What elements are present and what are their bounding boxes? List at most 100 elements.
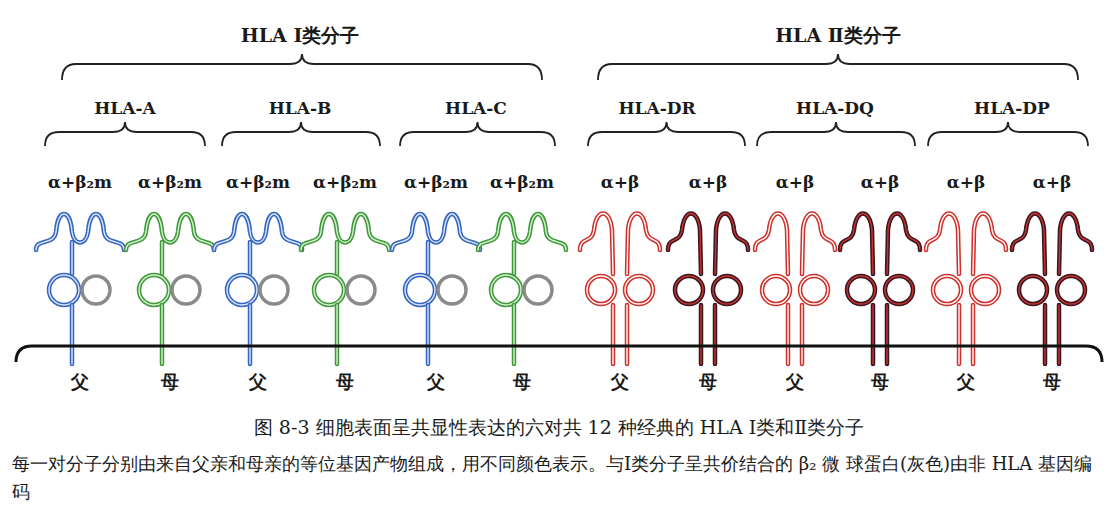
- chain-outline: [802, 214, 835, 275]
- chain-core: [336, 242, 337, 274]
- chain-outline: [713, 276, 741, 304]
- parent-origin: 父: [786, 371, 804, 393]
- chain-outline: [49, 275, 79, 305]
- beta2-microglobulin: [260, 276, 288, 304]
- chain-outline: [887, 214, 920, 275]
- chain-core: [800, 276, 828, 304]
- chain-composition: α+β₂m: [404, 172, 468, 192]
- chain-outline: [248, 305, 253, 364]
- chain-outline: [885, 276, 913, 304]
- chain-outline: [840, 214, 873, 275]
- chain-outline: [314, 275, 344, 305]
- chain-core: [1012, 214, 1045, 275]
- chain-core: [713, 276, 741, 304]
- chain-outline: [885, 305, 890, 364]
- chain-composition: α+β: [947, 172, 986, 192]
- chain-outline: [405, 275, 435, 305]
- chain-core: [926, 214, 959, 275]
- chain-core: [840, 214, 873, 275]
- chain-outline: [625, 276, 653, 304]
- chain-core: [801, 305, 802, 364]
- hla-class-ii-molecule: [926, 214, 1006, 365]
- chain-outline: [227, 275, 257, 305]
- chain-core: [587, 276, 615, 304]
- chain-outline: [627, 214, 660, 275]
- chain-outline: [1057, 276, 1085, 304]
- chain-outline: [611, 305, 616, 364]
- chain-outline: [587, 276, 615, 304]
- figure-note: 每一对分子分别由来自父亲和母亲的等位基因产物组成，用不同颜色表示。与Ⅰ类分子呈共…: [12, 450, 1106, 506]
- chain-core: [958, 305, 959, 364]
- chain-outline: [1012, 214, 1045, 275]
- chain-core: [625, 276, 653, 304]
- group-brace: [598, 54, 1078, 80]
- group-brace: [400, 122, 555, 146]
- chain-outline: [512, 305, 517, 364]
- chain-outline: [491, 275, 521, 305]
- cell-membrane: [16, 346, 1102, 362]
- locus-name: HLA-B: [269, 98, 332, 118]
- chain-outline: [139, 275, 169, 305]
- beta2-microglobulin: [524, 276, 552, 304]
- chain-outline: [668, 214, 701, 275]
- chain-core: [427, 305, 428, 364]
- chain-outline: [713, 305, 718, 364]
- chain-core: [1059, 214, 1092, 275]
- chain-core: [1058, 305, 1059, 364]
- hla-class-i-molecule: [478, 214, 566, 364]
- chain-composition: α+β: [601, 172, 640, 192]
- chain-outline: [973, 214, 1006, 275]
- chain-core: [513, 305, 514, 364]
- hla-class-ii-molecule: [755, 214, 835, 365]
- chain-outline: [70, 242, 75, 274]
- group-brace: [928, 122, 1088, 146]
- parent-origin: 母: [336, 371, 354, 393]
- chain-outline: [847, 276, 875, 304]
- chain-core: [887, 214, 920, 275]
- chain-core: [971, 276, 999, 304]
- chain-core: [301, 214, 389, 250]
- chain-core: [668, 214, 701, 275]
- hla-class-ii-molecule: [580, 214, 660, 365]
- chain-outline: [248, 242, 253, 274]
- beta2-microglobulin: [438, 276, 466, 304]
- chain-core: [513, 242, 514, 274]
- parent-origin: 父: [71, 371, 89, 393]
- chain-core: [405, 275, 435, 305]
- chain-composition: α+β: [776, 172, 815, 192]
- chain-outline: [580, 214, 613, 275]
- chain-outline: [762, 276, 790, 304]
- parent-origin: 父: [427, 371, 445, 393]
- hla-class-ii-molecule: [668, 214, 748, 365]
- chain-outline: [699, 305, 704, 364]
- chain-core: [933, 276, 961, 304]
- chain-core: [872, 305, 873, 364]
- parent-origin: 父: [957, 371, 975, 393]
- chain-outline: [1043, 305, 1048, 364]
- chain-composition: α+β: [1033, 172, 1072, 192]
- parent-origin: 母: [161, 371, 179, 393]
- parent-origin: 母: [871, 371, 889, 393]
- chain-composition: α+β₂m: [48, 172, 112, 192]
- beta2-microglobulin: [172, 276, 200, 304]
- chain-core: [126, 214, 214, 250]
- hla-class-i-molecule: [214, 214, 302, 364]
- locus-name: HLA-DQ: [796, 98, 874, 118]
- chain-core: [49, 275, 79, 305]
- chain-core: [802, 214, 835, 275]
- chain-composition: α+β₂m: [313, 172, 377, 192]
- chain-core: [1019, 276, 1047, 304]
- chain-outline: [335, 305, 340, 364]
- chain-core: [885, 276, 913, 304]
- chain-outline: [426, 242, 431, 274]
- chain-outline: [301, 214, 389, 250]
- chain-outline: [426, 305, 431, 364]
- chain-composition: α+β: [861, 172, 900, 192]
- figure-caption: 图 8-3 细胞表面呈共显性表达的六对共 12 种经典的 HLA Ⅰ类和Ⅱ类分子: [254, 415, 864, 441]
- chain-outline: [715, 214, 748, 275]
- chain-core: [612, 305, 613, 364]
- chain-core: [714, 305, 715, 364]
- group-brace: [757, 122, 915, 146]
- chain-composition: α+β₂m: [226, 172, 290, 192]
- chain-outline: [160, 305, 165, 364]
